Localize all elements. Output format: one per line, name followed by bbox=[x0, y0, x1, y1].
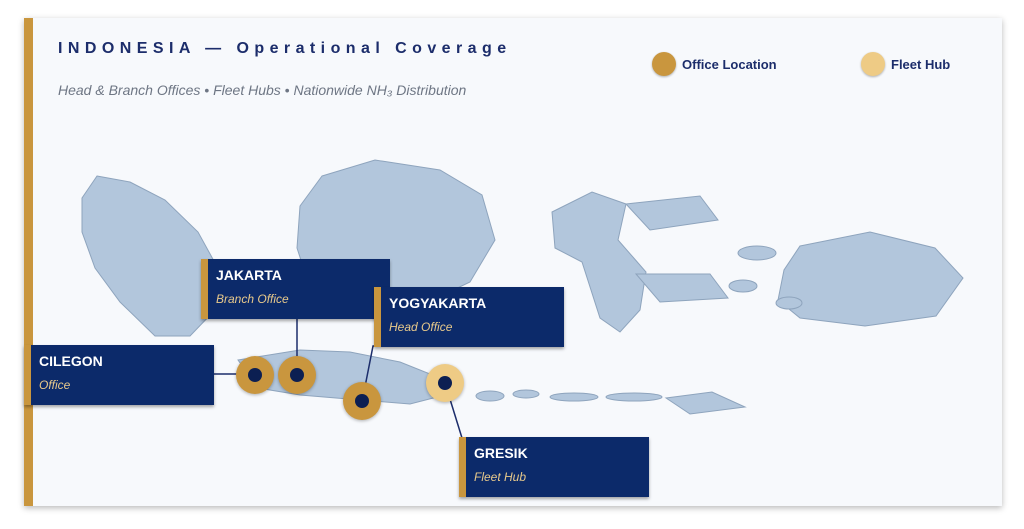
jakarta-marker[interactable] bbox=[278, 356, 316, 394]
nusa-tenggara-east bbox=[664, 391, 747, 415]
yogyakarta-card[interactable]: YOGYAKARTA Head Office bbox=[374, 287, 564, 347]
cilegon-card[interactable]: CILEGON Office bbox=[24, 345, 214, 405]
bali-island bbox=[475, 390, 505, 402]
location-name: YOGYAKARTA bbox=[389, 295, 487, 311]
office-location-swatch-icon bbox=[652, 52, 676, 76]
sulawesi-island bbox=[551, 191, 647, 333]
page-title: INDONESIA — Operational Coverage bbox=[58, 40, 512, 57]
card-stripe bbox=[24, 345, 31, 405]
legend-label-office: Office Location bbox=[682, 56, 777, 72]
gresik-marker[interactable] bbox=[426, 364, 464, 402]
location-name: CILEGON bbox=[39, 353, 103, 369]
legend-item-fleet-hub: Fleet Hub bbox=[861, 52, 950, 76]
location-role: Fleet Hub bbox=[474, 470, 527, 484]
legend-item-office: Office Location bbox=[652, 52, 777, 76]
location-role: Office bbox=[39, 378, 71, 392]
cilegon-marker[interactable] bbox=[236, 356, 274, 394]
card-stripe bbox=[374, 287, 381, 347]
lombok-island bbox=[512, 389, 540, 399]
sulawesi-southeast bbox=[634, 273, 729, 303]
yogyakarta-marker[interactable] bbox=[343, 382, 381, 420]
cilegon-marker-core bbox=[248, 368, 262, 382]
flores-island bbox=[605, 392, 663, 402]
fleet-hub-swatch-icon bbox=[861, 52, 885, 76]
accent-bar bbox=[24, 18, 33, 506]
location-name: GRESIK bbox=[474, 445, 528, 461]
gresik-marker-core bbox=[438, 376, 452, 390]
card-stripe bbox=[201, 259, 208, 319]
gresik-card[interactable]: GRESIK Fleet Hub bbox=[459, 437, 649, 497]
page-subtitle: Head & Branch Offices • Fleet Hubs • Nat… bbox=[58, 82, 467, 98]
maluku-south-island bbox=[728, 279, 758, 293]
card-stripe bbox=[459, 437, 466, 497]
jakarta-marker-core bbox=[290, 368, 304, 382]
location-role: Branch Office bbox=[216, 292, 289, 306]
papua-west-tip bbox=[775, 296, 803, 310]
jakarta-card[interactable]: JAKARTA Branch Office bbox=[201, 259, 390, 319]
yogyakarta-marker-core bbox=[355, 394, 369, 408]
location-role: Head Office bbox=[389, 320, 453, 334]
location-name: JAKARTA bbox=[216, 267, 282, 283]
legend-label-fleet-hub: Fleet Hub bbox=[891, 56, 951, 72]
maluku-north-island bbox=[737, 245, 777, 261]
sumbawa-island bbox=[549, 392, 599, 402]
sumatra-island bbox=[81, 175, 221, 337]
sulawesi-arm bbox=[624, 195, 719, 231]
papua-island bbox=[777, 231, 964, 327]
